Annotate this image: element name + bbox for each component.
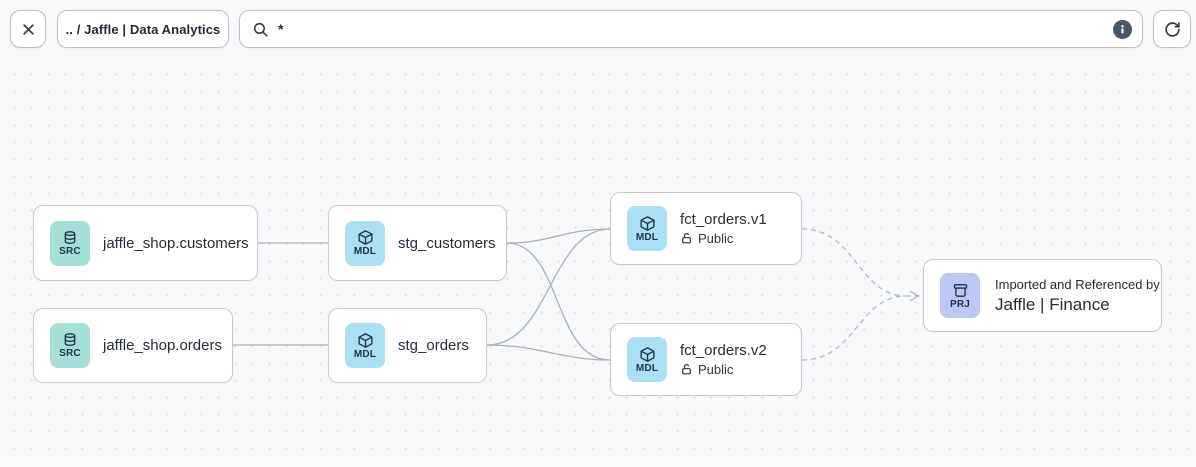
refresh-button[interactable] [1153, 10, 1191, 48]
project-caption: Imported and Referenced by [995, 276, 1160, 292]
model-type-tile: MDL [345, 323, 385, 368]
model-type-tile: MDL [627, 337, 667, 382]
type-badge: MDL [635, 231, 659, 243]
project-type-tile: PRJ [940, 273, 980, 318]
type-badge: SRC [59, 348, 81, 359]
canvas-bottom-strip [0, 456, 1196, 467]
lock-open-icon [680, 363, 693, 376]
refresh-icon [1164, 21, 1181, 38]
close-icon [21, 22, 36, 37]
node-stg-customers[interactable]: MDL stg_customers [328, 205, 507, 281]
access-label: Public [698, 231, 734, 246]
node-label: stg_orders [398, 337, 469, 354]
cube-icon [357, 332, 374, 349]
node-stg-orders[interactable]: MDL stg_orders [328, 308, 487, 383]
access-row: Public [680, 362, 767, 377]
archive-icon [952, 282, 969, 299]
node-fct-orders-v2[interactable]: MDL fct_orders.v2 Public [610, 323, 802, 396]
node-label: stg_customers [398, 234, 496, 252]
source-type-tile: SRC [50, 220, 90, 266]
search-box[interactable] [239, 10, 1143, 48]
search-input[interactable] [278, 21, 1104, 37]
type-badge: MDL [353, 246, 377, 257]
node-label: fct_orders.v1 [680, 211, 767, 228]
cube-icon [639, 215, 656, 232]
access-label: Public [698, 362, 734, 377]
type-badge: PRJ [949, 298, 971, 310]
cube-icon [357, 229, 374, 246]
node-label: Jaffle | Finance [995, 294, 1110, 314]
node-jaffle-shop-customers[interactable]: SRC jaffle_shop.customers [33, 205, 258, 281]
node-fct-orders-v1[interactable]: MDL fct_orders.v1 Public [610, 192, 802, 265]
type-badge: MDL [353, 348, 377, 360]
database-icon [62, 230, 78, 246]
model-type-tile: MDL [627, 206, 667, 251]
breadcrumb[interactable]: .. / Jaffle | Data Analytics [57, 10, 229, 48]
breadcrumb-label: .. / Jaffle | Data Analytics [65, 21, 221, 37]
access-row: Public [680, 231, 767, 246]
type-badge: SRC [59, 245, 81, 257]
close-button[interactable] [10, 10, 46, 48]
node-label: jaffle_shop.orders [103, 337, 222, 354]
source-type-tile: SRC [50, 323, 90, 368]
node-project-jaffle-finance[interactable]: PRJ Imported and Referenced by Jaffle | … [923, 259, 1162, 332]
model-type-tile: MDL [345, 220, 385, 266]
cube-icon [639, 346, 656, 363]
node-label: fct_orders.v2 [680, 342, 767, 359]
lock-open-icon [680, 232, 693, 245]
info-icon[interactable] [1113, 19, 1132, 39]
node-jaffle-shop-orders[interactable]: SRC jaffle_shop.orders [33, 308, 233, 383]
node-label: jaffle_shop.customers [103, 234, 249, 252]
search-icon [252, 21, 269, 38]
database-icon [62, 332, 78, 348]
type-badge: MDL [635, 362, 659, 374]
